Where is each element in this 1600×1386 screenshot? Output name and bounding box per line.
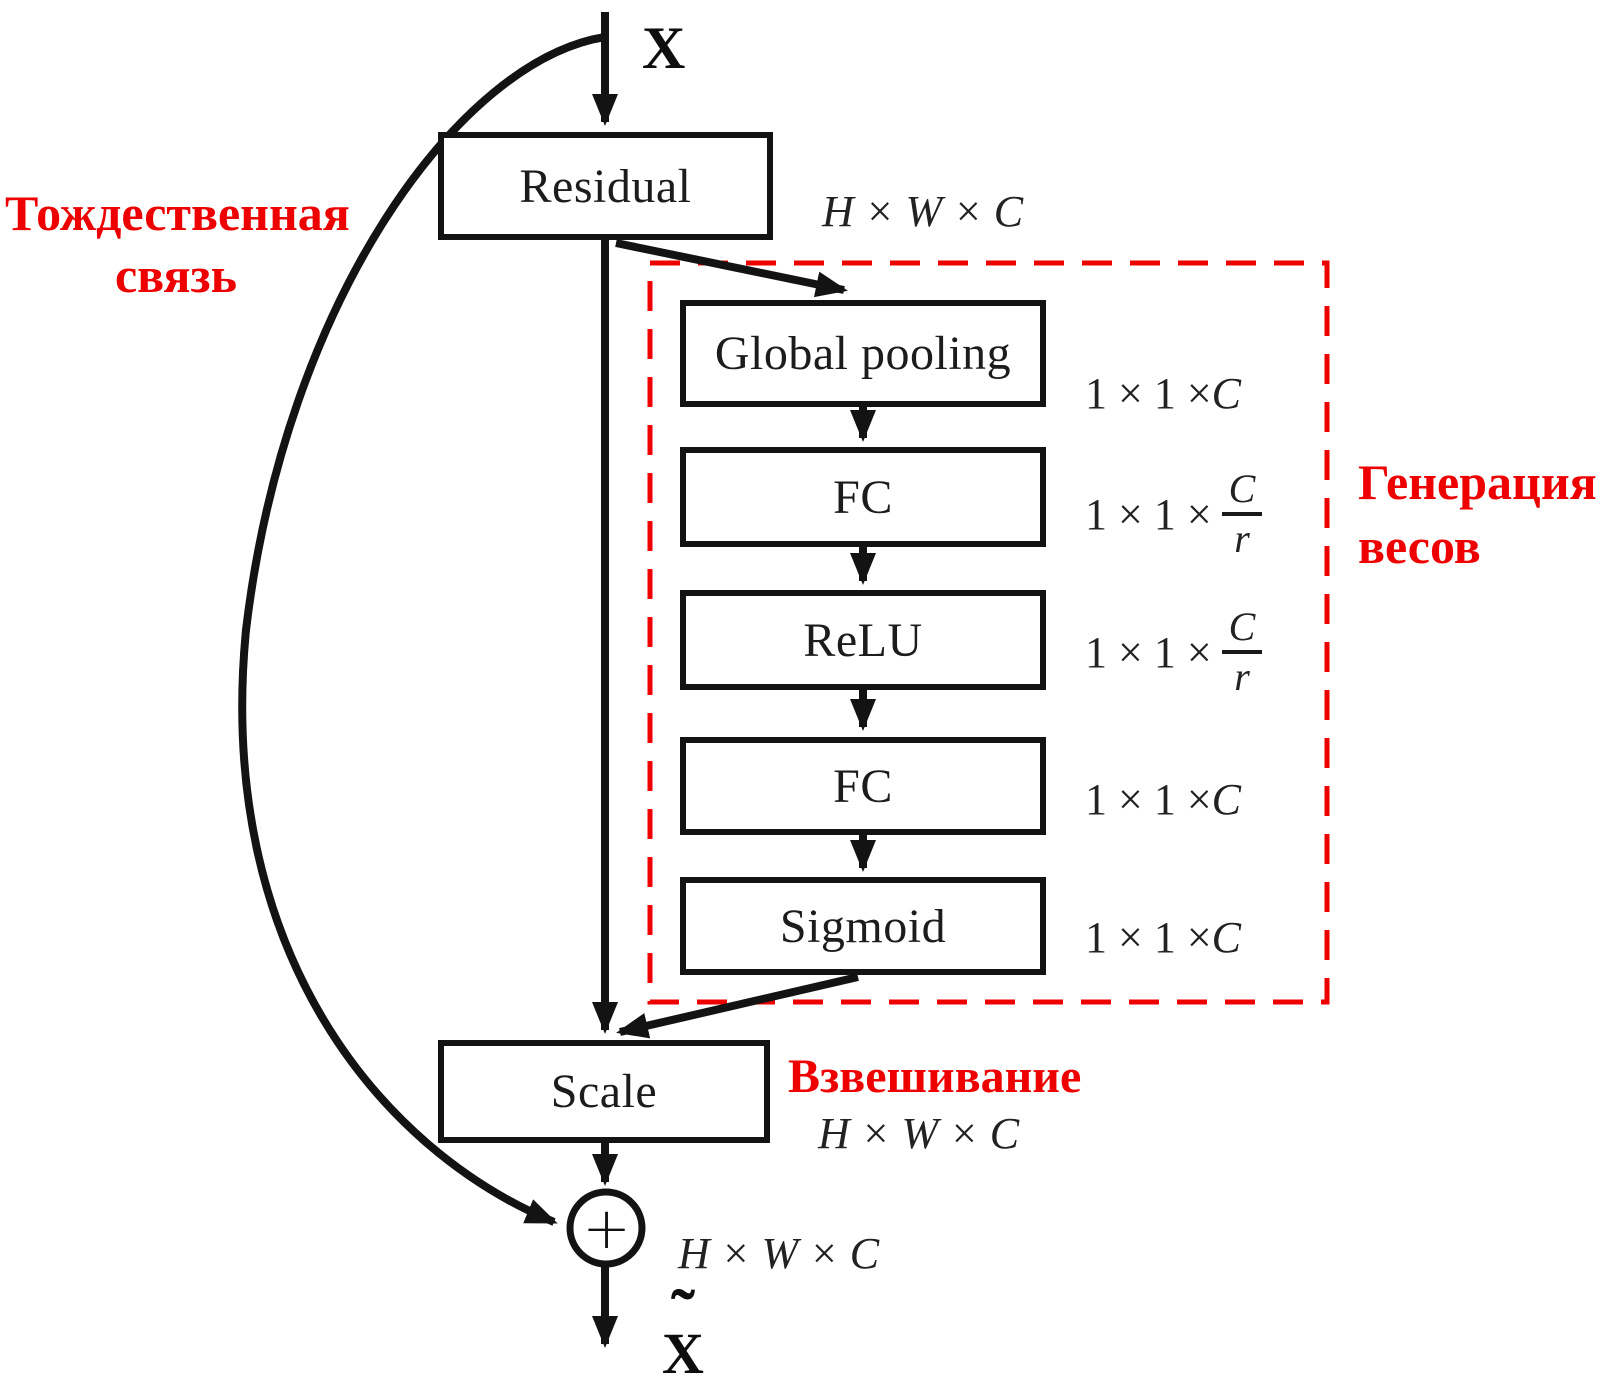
sum-node-circle — [566, 1188, 646, 1268]
sigmoid-to-scale-arrow — [616, 973, 859, 1039]
sigmoid-box: Sigmoid — [680, 877, 1046, 975]
dim-relu-out: 1 × 1 × C r — [1085, 606, 1263, 698]
global-pooling-label: Global pooling — [714, 327, 1012, 380]
annotation-weight-generation: Генерация весов — [1358, 454, 1597, 574]
scale-box: Scale — [438, 1040, 770, 1143]
relu-label: ReLU — [803, 613, 923, 667]
output-label-base: X — [662, 1321, 704, 1386]
dim-scale-out: H × W × C — [818, 1109, 1020, 1158]
input-label: X — [642, 15, 686, 81]
dim-sigmoid-out: 1 × 1 × C — [1085, 913, 1241, 962]
fc2-box: FC — [680, 737, 1046, 835]
sigmoid-label: Sigmoid — [779, 899, 947, 953]
plus-icon: + — [582, 1194, 631, 1262]
fc1-out-fraction: C r — [1221, 468, 1263, 560]
weight-generation-region — [647, 260, 1330, 1005]
fc1-box: FC — [680, 447, 1046, 547]
global-pooling-box: Global pooling — [680, 300, 1046, 407]
dim-global-pooling-out: 1 × 1 × C — [1085, 369, 1241, 418]
scale-label: Scale — [550, 1065, 658, 1118]
fc1-label: FC — [833, 470, 893, 524]
relu-out-fraction: C r — [1221, 606, 1263, 698]
dim-sum-out: H × W × C — [678, 1229, 880, 1278]
residual-to-pooling-arrow — [615, 239, 848, 298]
dim-fc1-out: 1 × 1 × C r — [1085, 468, 1263, 560]
fc2-label: FC — [833, 759, 893, 813]
annotation-identity-connection: Тождественная связь — [5, 185, 350, 303]
identity-connection-curve — [238, 33, 606, 1226]
dim-fc2-out: 1 × 1 × C — [1085, 775, 1241, 824]
residual-box: Residual — [438, 132, 773, 240]
residual-label: Residual — [519, 159, 692, 213]
output-label: ˜ X — [652, 1279, 714, 1386]
relu-box: ReLU — [680, 590, 1046, 690]
annotation-weighting: Взвешивание — [788, 1050, 1082, 1103]
dim-residual-out: H × W × C — [822, 187, 1024, 236]
